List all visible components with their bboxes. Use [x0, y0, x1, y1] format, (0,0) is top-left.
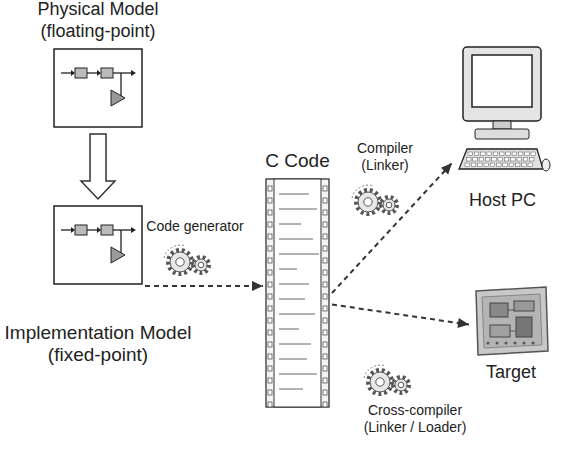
target-board-outline: [472, 285, 550, 357]
node-label: Implementation Model (fixed-point): [0, 322, 213, 366]
implementation-model-box: Implementation Model (fixed-point): [53, 205, 143, 290]
node-label: Host PC: [453, 189, 553, 211]
edge-label: Code generator: [140, 218, 250, 235]
implementation-model-box-outline: [53, 205, 143, 290]
host-pc: Host PC: [455, 45, 550, 185]
host-pc-outline: [455, 45, 550, 185]
node-label: C Code: [243, 150, 353, 172]
c-code-document: C Code: [265, 178, 330, 408]
connector: [332, 163, 452, 293]
edge-label: Cross-compiler (Linker / Loader): [345, 402, 485, 436]
c-code-document-outline: [265, 178, 330, 408]
connector: [145, 281, 263, 291]
physical-model-box-outline: [53, 48, 143, 128]
node-label: Physical Model (floating-point): [13, 0, 183, 42]
node-label: Target: [466, 361, 556, 383]
edge-label: Compiler (Linker): [345, 140, 425, 174]
target-board: Target: [472, 285, 550, 357]
physical-model-box: Physical Model (floating-point): [53, 48, 143, 128]
connector: [81, 134, 115, 199]
connector: [332, 305, 469, 328]
